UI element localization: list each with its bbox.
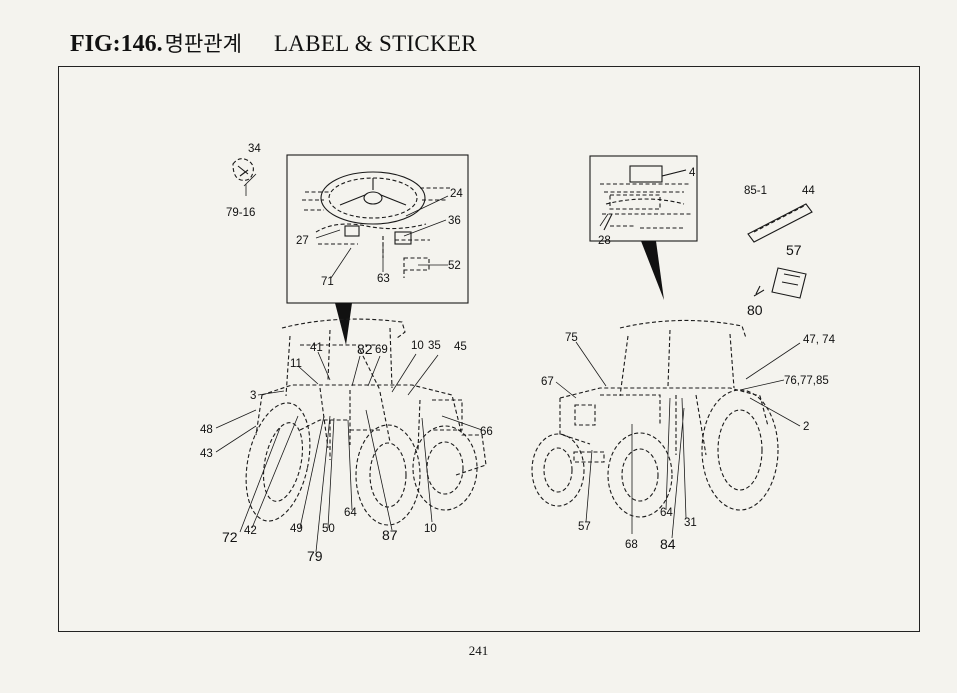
callout-57-plate: 57: [786, 242, 802, 258]
right-inset-pointer: [641, 241, 664, 300]
right-callouts: 4 28 85-1 44 57 80 75 47, 74 67 76,77,85…: [541, 167, 836, 552]
steering-wheel-detail: [302, 171, 450, 278]
callout-76-77-85: 76,77,85: [784, 375, 829, 387]
callout-31: 31: [684, 517, 697, 529]
callout-67: 67: [541, 376, 554, 388]
callout-85-1: 85-1: [744, 185, 767, 197]
left-detail-inset: [286, 154, 469, 304]
callout-50: 50: [322, 523, 335, 535]
callout-84: 84: [660, 536, 676, 552]
callout-87: 87: [382, 527, 398, 543]
callout-49: 49: [290, 523, 303, 535]
figure-number: FIG:146.: [70, 31, 163, 57]
callout-24: 24: [450, 188, 463, 200]
callout-63: 63: [377, 273, 390, 285]
callout-64: 64: [660, 507, 673, 519]
front-panel-detail: [600, 165, 692, 231]
plate-57-drawing: [753, 267, 807, 299]
callout-69: 69: [375, 344, 388, 356]
callout-80: 80: [747, 302, 763, 318]
callout-4: 4: [689, 167, 696, 179]
callout-82: 82: [357, 341, 373, 357]
callout-71: 71: [321, 276, 334, 288]
callout-34: 34: [248, 143, 261, 155]
callout-64: 64: [344, 507, 357, 519]
left-tractor-illustration: 34 79-16 24 36 27 52 71 63 41 82 69 10 3…: [200, 143, 493, 564]
callout-27: 27: [296, 235, 309, 247]
sticker-strip-drawing: [747, 203, 813, 243]
diagram-frame: [58, 66, 920, 632]
callout-41: 41: [310, 342, 323, 354]
callout-42: 42: [244, 525, 257, 537]
callout-75: 75: [565, 332, 578, 344]
callout-28: 28: [598, 235, 611, 247]
callout-11: 11: [290, 358, 302, 370]
callout-57: 57: [578, 521, 591, 533]
callout-45: 45: [454, 341, 467, 353]
callout-47-74: 47, 74: [803, 334, 836, 346]
title-english: LABEL & STICKER: [273, 31, 477, 56]
callout-68: 68: [625, 539, 638, 551]
callout-10-top: 10: [411, 340, 424, 352]
right-leader-lines: [555, 169, 801, 539]
left-inset-pointer: [335, 303, 352, 345]
callout-79-16: 79-16: [226, 207, 255, 219]
callout-3: 3: [250, 390, 256, 402]
left-tractor-body: [245, 318, 487, 526]
left-leader-lines: [215, 173, 483, 553]
callout-44: 44: [802, 185, 815, 197]
callout-66: 66: [480, 426, 493, 438]
right-tractor-illustration: 4 28 85-1 44 57 80 75 47, 74 67 76,77,85…: [531, 155, 836, 552]
page-number: 241: [468, 643, 489, 658]
callout-35: 35: [428, 340, 441, 352]
page-header: FIG:146. 명판관계 LABEL & STICKER: [70, 28, 477, 60]
callout-52: 52: [448, 260, 461, 272]
title-korean: 명판관계: [164, 32, 242, 56]
right-tractor-body: [531, 319, 779, 518]
callout-10-bottom: 10: [424, 523, 437, 535]
callout-36: 36: [448, 215, 461, 227]
part-34-drawing: [232, 158, 254, 181]
callout-72: 72: [222, 529, 238, 545]
callout-79: 79: [307, 548, 323, 564]
callout-48: 48: [200, 424, 213, 436]
left-callouts: 34 79-16 24 36 27 52 71 63 41 82 69 10 3…: [200, 143, 493, 564]
callout-2: 2: [803, 421, 809, 433]
callout-43: 43: [200, 448, 213, 460]
